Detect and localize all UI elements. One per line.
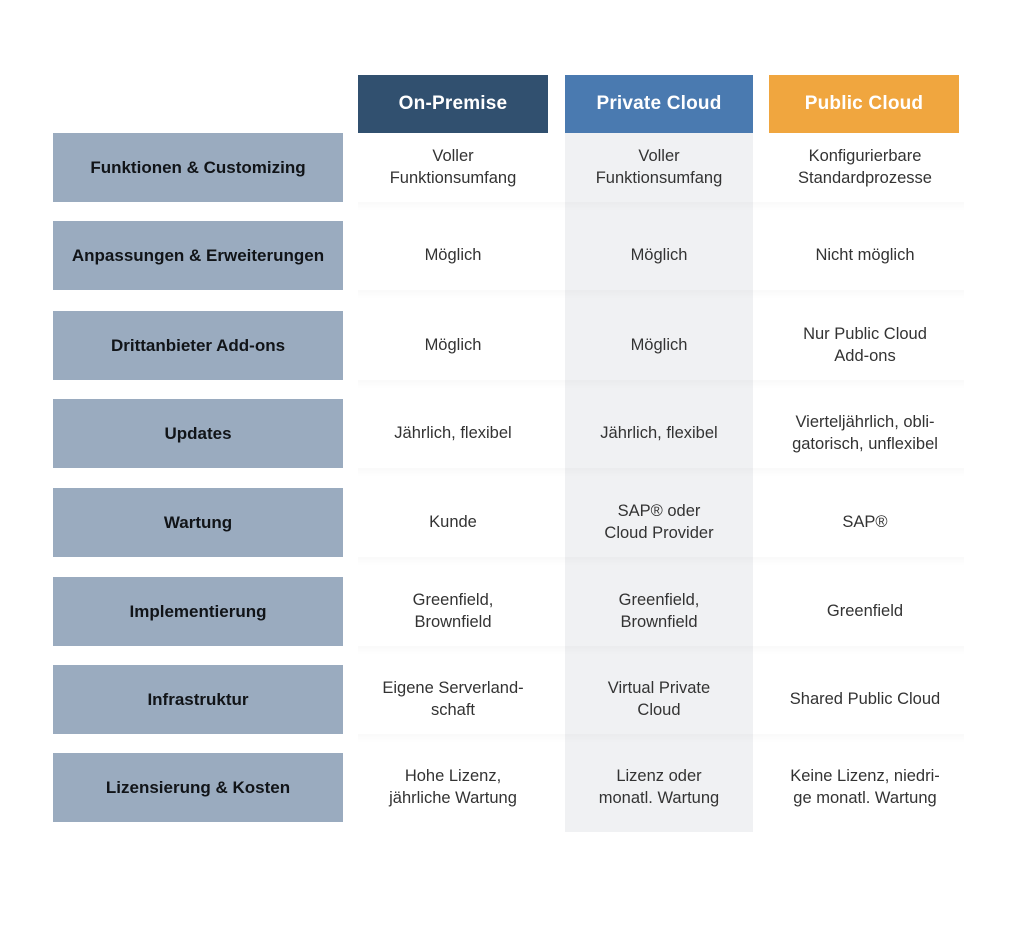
- table-cell: Hohe Lizenz, jährliche Wartung: [389, 766, 517, 807]
- table-cell: Möglich: [424, 335, 482, 354]
- table-header-row: On-Premise Private Cloud Public Cloud: [0, 75, 1024, 133]
- row-label: Infrastruktur: [53, 665, 343, 734]
- row-label: Updates: [53, 399, 343, 468]
- table-row: Wartung Kunde SAP® oder Cloud Provider S…: [0, 488, 1024, 557]
- table-row: Anpassungen & Erweiterungen Möglich Mögl…: [0, 221, 1024, 290]
- table-cell: Kunde: [429, 512, 477, 531]
- table-cell: Eigene Serverland- schaft: [382, 678, 524, 719]
- table-cell: Shared Public Cloud: [789, 689, 941, 708]
- table-cell: Voller Funktionsumfang: [389, 146, 517, 187]
- column-header-on-premise: On-Premise: [358, 75, 548, 133]
- table-cell: Greenfield: [826, 601, 904, 620]
- table-cell: Konfigurierbare Standardprozesse: [798, 146, 932, 187]
- table-cell: Vierteljährlich, obli- gatorisch, unflex…: [792, 412, 938, 453]
- table-cell: Nicht möglich: [815, 245, 915, 264]
- row-label: Lizensierung & Kosten: [53, 753, 343, 822]
- table-cell: Möglich: [630, 245, 688, 264]
- column-header-on-premise-label: On-Premise: [398, 93, 508, 114]
- row-label: Implementierung: [53, 577, 343, 646]
- table-cell: Virtual Private Cloud: [607, 678, 711, 719]
- table-cell: Greenfield, Brownfield: [618, 590, 700, 631]
- table-row: Infrastruktur Eigene Serverland- schaft …: [0, 665, 1024, 734]
- row-label: Wartung: [53, 488, 343, 557]
- table-cell: Möglich: [630, 335, 688, 354]
- table-row: Funktionen & Customizing Voller Funktion…: [0, 133, 1024, 202]
- table-cell: Greenfield, Brownfield: [412, 590, 494, 631]
- column-header-public-cloud: Public Cloud: [769, 75, 959, 133]
- table-row: Lizensierung & Kosten Hohe Lizenz, jährl…: [0, 753, 1024, 822]
- table-cell: SAP®: [842, 512, 888, 531]
- table-cell: Jährlich, flexibel: [600, 423, 718, 442]
- table-cell: Nur Public Cloud Add-ons: [803, 324, 927, 365]
- row-label: Anpassungen & Erweiterungen: [53, 221, 343, 290]
- table-cell: Möglich: [424, 245, 482, 264]
- column-header-private-cloud: Private Cloud: [565, 75, 753, 133]
- table-cell: SAP® oder Cloud Provider: [604, 501, 714, 542]
- table-cell: Lizenz oder monatl. Wartung: [598, 766, 720, 807]
- row-label: Drittanbieter Add-ons: [53, 311, 343, 380]
- table-cell: Keine Lizenz, niedri- ge monatl. Wartung: [790, 766, 940, 807]
- private-cloud-column-highlight: [565, 133, 753, 832]
- table-row: Implementierung Greenfield, Brownfield G…: [0, 577, 1024, 646]
- table-cell: Jährlich, flexibel: [394, 423, 512, 442]
- column-header-public-cloud-label: Public Cloud: [804, 93, 924, 114]
- table-cell: Voller Funktionsumfang: [595, 146, 723, 187]
- table-row: Drittanbieter Add-ons Möglich Möglich Nu…: [0, 311, 1024, 380]
- column-header-private-cloud-label: Private Cloud: [596, 93, 722, 114]
- table-row: Updates Jährlich, flexibel Jährlich, fle…: [0, 399, 1024, 468]
- row-label: Funktionen & Customizing: [53, 133, 343, 202]
